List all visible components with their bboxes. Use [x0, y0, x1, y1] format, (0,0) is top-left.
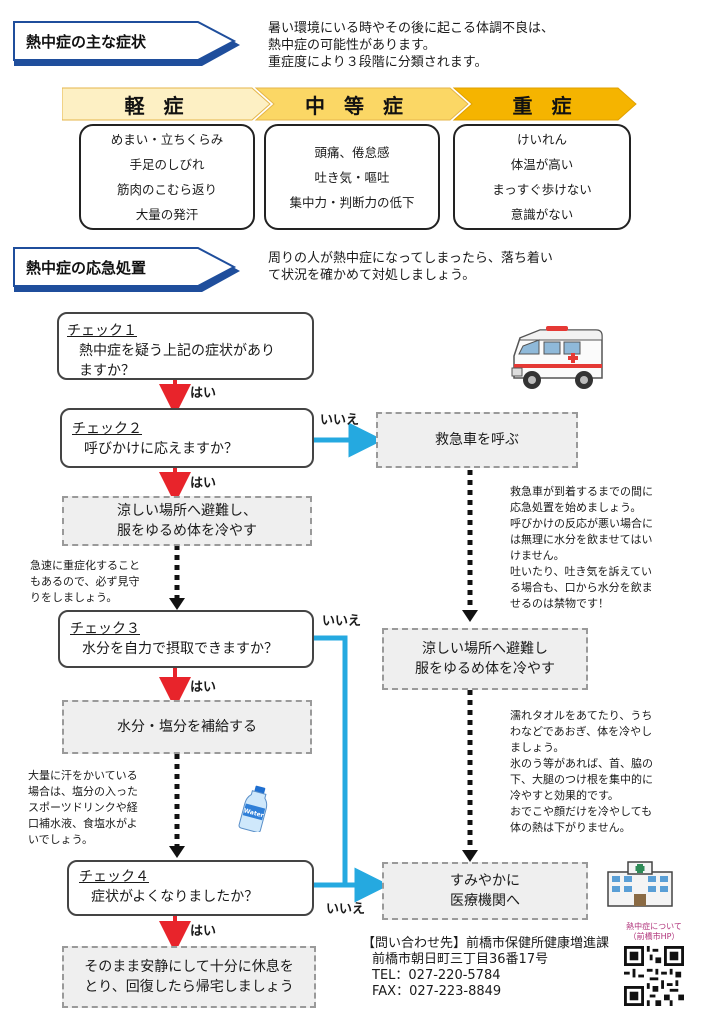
check2-box: チェック２ 呼びかけに応えますか？ [60, 408, 314, 468]
list-item: 意識がない [510, 207, 574, 222]
list-item: まっすぐ歩けない [492, 182, 592, 197]
call-ambulance-box: 救急車を呼ぶ [376, 412, 578, 468]
check3-box: チェック３ 水分を自力で摂取できますか？ [58, 610, 314, 668]
first-aid-intro: 周りの人が熱中症になってしまったら、落ち着い て状況を確かめて対処しましょう。 [268, 251, 553, 283]
no-label: いいえ [320, 413, 360, 428]
list-item: めまい・立ちくらみ [110, 132, 224, 147]
qr-caption: 熱中症について （前橋市HP） [626, 922, 682, 941]
list-item: 大量の発汗 [135, 207, 199, 222]
list-item: 筋肉のこむら返り [116, 182, 217, 197]
symptoms-title: 熱中症の主な症状 [26, 33, 147, 51]
first-aid-title-banner [13, 247, 240, 292]
list-item: 頭痛、倦怠感 [314, 144, 390, 160]
list-item: 体温が高い [510, 157, 574, 172]
contact-fax: FAX：027-223-8849 [372, 984, 502, 999]
moderate-symptoms-box: 頭痛、倦怠感 吐き気・嘔吐 集中力・判断力の低下 [264, 124, 440, 230]
qr-code[interactable] [624, 946, 684, 1006]
water-bottle-icon: Water [238, 785, 268, 832]
mild-symptoms-box: めまい・立ちくらみ 手足のしびれ 筋肉のこむら返り 大量の発汗 [79, 124, 255, 230]
check1-box: チェック１ 熱中症を疑う上記の症状があり ますか？ [57, 312, 314, 380]
contact-address: 前橋市朝日町三丁目36番17号 [372, 952, 549, 967]
ambulance-icon [511, 326, 603, 389]
check1-title: チェック１ [67, 323, 137, 339]
first-aid-title: 熱中症の応急処置 [26, 259, 147, 277]
list-item: 集中力・判断力の低下 [289, 194, 415, 210]
no-label: いいえ [326, 902, 366, 917]
symptoms-intro: 暑い環境にいる時やその後に起こる体調不良は、 熱中症の可能性があります。 重症度… [268, 21, 555, 70]
yes-label: はい [190, 680, 217, 695]
check3-title: チェック３ [70, 621, 140, 637]
contact-info: 【問い合わせ先】前橋市保健所健康増進課 前橋市朝日町三丁目36番17号 TEL：… [362, 936, 609, 1000]
ambulance-note: 救急車が到着するまでの間に 応急処置を始めましょう。 呼びかけの反応が悪い場合に… [510, 485, 653, 610]
check4-box: チェック４ 症状がよくなりましたか？ [67, 860, 314, 916]
contact-heading: 【問い合わせ先】前橋市保健所健康増進課 [362, 936, 610, 951]
hydrate-box: 水分・塩分を補給する [62, 700, 312, 754]
symptoms-title-banner [13, 21, 240, 66]
check2-title: チェック２ [72, 421, 142, 437]
contact-tel: TEL：027-220-5784 [372, 968, 501, 983]
cool-down-box: 涼しい場所へ避難し、 服をゆるめ体を冷やす [62, 496, 312, 546]
level-severe-label: 重 症 [512, 94, 578, 118]
list-item: 手足のしびれ [129, 157, 205, 172]
watch-note: 急速に重症化すること もあるので、必ず見守 りをしましょう。 [30, 559, 140, 604]
level-mild-label: 軽 症 [124, 94, 190, 118]
no-label: いいえ [322, 614, 362, 629]
drink-note: 大量に汗をかいている 場合は、塩分の入った スポーツドリンクや経 口補水液、食塩… [28, 769, 138, 846]
level-moderate-label: 中 等 症 [305, 94, 409, 118]
severity-arrows [62, 87, 637, 121]
severe-symptoms-box: けいれん 体温が高い まっすぐ歩けない 意識がない [453, 124, 631, 230]
yes-label: はい [190, 924, 217, 939]
yes-label: はい [190, 476, 217, 491]
check4-title: チェック４ [79, 869, 149, 885]
rest-box: そのまま安静にして十分に休息を とり、回復したら帰宅しましょう [62, 946, 316, 1008]
yes-label: はい [190, 386, 217, 401]
hospital-box: すみやかに 医療機関へ [382, 862, 588, 920]
cooling-note: 濡れタオルをあてたり、うち わなどであおぎ、体を冷やし ましょう。 氷のう等があ… [510, 709, 653, 834]
list-item: 吐き気・嘔吐 [314, 169, 390, 185]
cool-down-right-box: 涼しい場所へ避難し 服をゆるめ体を冷やす [382, 628, 588, 690]
hospital-icon [607, 861, 673, 907]
list-item: けいれん [516, 132, 567, 147]
